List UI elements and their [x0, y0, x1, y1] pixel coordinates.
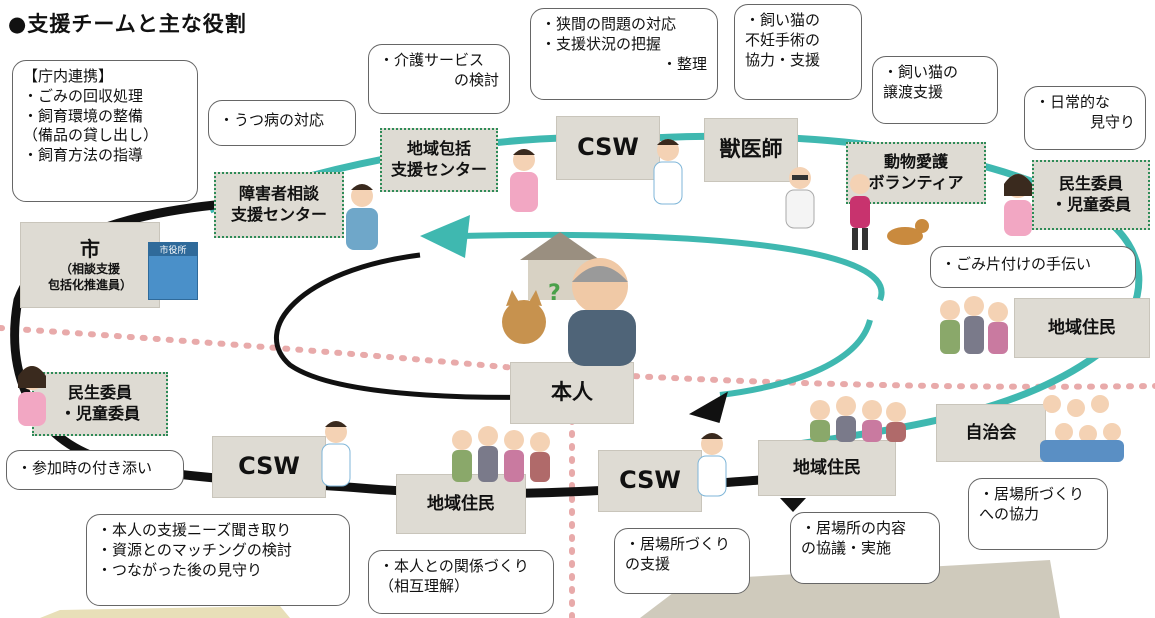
bubble-csw-left: ・本人の支援ニーズ聞き取り ・資源とのマッチングの検討 ・つながった後の見守り	[86, 514, 350, 606]
node-community-center: 地域包括 支援センター	[380, 128, 498, 192]
node-line: 民生委員	[67, 383, 132, 403]
bubble-line: ・資源とのマッチングの検討	[97, 540, 292, 559]
node-residents-br: 地域住民	[758, 440, 896, 496]
bubble-line: ・つながった後の見守り	[97, 560, 263, 579]
bubble-line: ・飼い猫の	[745, 11, 821, 29]
black-inner-arc	[274, 252, 601, 400]
bubble-line: の検討	[453, 70, 499, 89]
bubble-line: の協議・実施	[801, 538, 892, 557]
bubble-line: （相互理解）	[379, 576, 470, 595]
footer-banner-left	[40, 606, 290, 618]
bubble-line: ・本人との関係づくり	[379, 557, 529, 575]
node-residents-right: 地域住民	[1014, 298, 1150, 358]
bubble-csw-mid: ・居場所づくり の支援	[614, 528, 750, 594]
bubble-line: ・居場所づくり	[979, 485, 1085, 503]
teal-arrowhead	[420, 215, 470, 258]
bubble-jichikai: ・居場所づくり への協力	[968, 478, 1108, 550]
bubble-line: への協力	[979, 504, 1040, 523]
node-csw-top: CSW	[556, 116, 660, 180]
bubble-line: ・うつ病の対応	[219, 111, 325, 129]
node-residents-mid: 地域住民	[396, 474, 526, 534]
node-line: ボランティア	[868, 173, 964, 192]
node-person: 本人	[510, 362, 634, 424]
black-small-arrowhead	[780, 498, 806, 512]
node-csw-mid: CSW	[598, 450, 702, 512]
node-animal-volunteer: 動物愛護 ボランティア	[846, 142, 986, 204]
node-disability-center: 障害者相談 支援センター	[214, 172, 344, 238]
bubble-line: 不妊手術の	[745, 30, 821, 49]
bubble-city-roles: 【庁内連携】 ・ごみの回収処理 ・飼育環境の整備 （備品の貸し出し） ・飼育方法…	[12, 60, 198, 202]
page-title: ●支援チームと主な役割	[8, 12, 247, 36]
bubble-residents-mid: ・本人との関係づくり （相互理解）	[368, 550, 554, 614]
node-city-sub: （相談支援	[59, 262, 120, 277]
bubble-line: （備品の貸し出し）	[23, 126, 159, 145]
bubble-line: 譲渡支援	[883, 82, 944, 101]
bubble-line: ・日常的な	[1035, 93, 1111, 111]
black-arrowhead	[688, 391, 728, 423]
bubble-line: ・狭間の問題の対応	[541, 15, 677, 33]
node-line: 支援センター	[390, 160, 487, 179]
bubble-line: ・ごみ片付けの手伝い	[941, 255, 1092, 273]
city-hall-icon: 市役所	[148, 242, 198, 300]
node-city: 市 （相談支援 包括化推進員）	[20, 222, 160, 308]
city-hall-sign: 市役所	[149, 243, 197, 256]
node-minsei-right: 民生委員 ・児童委員	[1032, 160, 1150, 230]
bubble-line: 協力・支援	[745, 50, 821, 69]
bubble-minsei-right: ・日常的な 見守り	[1024, 86, 1146, 150]
bubble-line: の支援	[625, 554, 671, 573]
node-minsei-left: 民生委員 ・児童委員	[32, 372, 168, 436]
bubble-line: ・飼育方法の指導	[23, 146, 144, 165]
bubble-line: ・飼い猫の	[883, 63, 959, 81]
bubble-line: ・居場所づくり	[625, 535, 731, 553]
node-city-sub: 包括化推進員）	[47, 278, 132, 292]
bubble-line: ・居場所の内容	[801, 519, 907, 537]
node-city-name: 市	[80, 237, 100, 262]
node-line: ・児童委員	[1050, 195, 1131, 214]
bubble-residents-br: ・居場所の内容 の協議・実施	[790, 512, 940, 584]
bubble-garbage-help: ・ごみ片付けの手伝い	[930, 246, 1136, 288]
bubble-line: ・参加時の付き添い	[17, 459, 153, 477]
node-csw-left: CSW	[212, 436, 326, 498]
bubble-line: ・本人の支援ニーズ聞き取り	[97, 521, 292, 539]
node-jichikai: 自治会	[936, 404, 1046, 462]
bubble-accompany: ・参加時の付き添い	[6, 450, 184, 490]
bubble-line: 見守り	[1089, 112, 1135, 131]
footer-banner	[640, 560, 1060, 618]
teal-inner-arc	[459, 231, 885, 302]
bubble-volunteer: ・飼い猫の 譲渡支援	[872, 56, 998, 124]
bubble-csw-top: ・狭間の問題の対応 ・支援状況の把握 ・整理	[530, 8, 718, 100]
bubble-line: ・ごみの回収処理	[23, 86, 144, 105]
bubble-line: 【庁内連携】	[23, 67, 114, 85]
node-line: 動物愛護	[883, 152, 948, 172]
bubble-line: ・整理	[661, 54, 707, 73]
bubble-depression: ・うつ病の対応	[208, 100, 356, 146]
teal-outer-arc	[208, 132, 1143, 454]
node-line: 民生委員	[1058, 174, 1123, 194]
bubble-line: ・支援状況の把握	[541, 34, 662, 53]
bubble-line: ・飼育環境の整備	[23, 106, 144, 125]
node-line: ・児童委員	[59, 404, 140, 423]
teal-inner-arc-lower	[719, 319, 873, 398]
bubble-line: ・介護サービス	[379, 51, 485, 69]
bubble-care-service: ・介護サービス の検討	[368, 44, 510, 114]
node-line: 支援センター	[230, 205, 327, 224]
node-vet: 獣医師	[704, 118, 798, 182]
node-line: 地域包括	[406, 139, 471, 159]
node-line: 障害者相談	[238, 184, 319, 204]
bubble-vet: ・飼い猫の 不妊手術の 協力・支援	[734, 4, 862, 100]
